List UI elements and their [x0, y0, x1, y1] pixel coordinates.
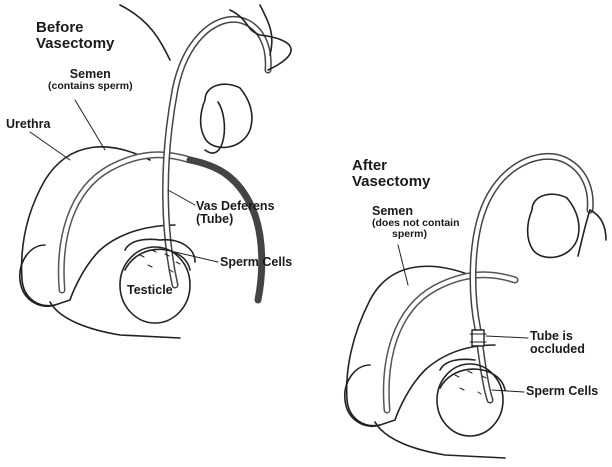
before-title: Before Vasectomy: [36, 20, 114, 52]
after-title-line1: After: [352, 158, 430, 174]
before-penis-outline: [22, 147, 175, 306]
after-title-line2: Vasectomy: [352, 174, 430, 190]
after-tube-line2: occluded: [530, 343, 585, 356]
after-glans: [345, 365, 380, 426]
after-sperm-cells-label: Sperm Cells: [526, 385, 598, 398]
before-glans: [20, 245, 55, 306]
before-semen-line2: (contains sperm): [48, 81, 133, 92]
after-semen-leader: [398, 245, 408, 285]
before-vas-line2: (Tube): [196, 213, 275, 226]
after-title: After Vasectomy: [352, 158, 430, 190]
before-vas-label: Vas Deferens (Tube): [196, 200, 275, 226]
before-abdomen-line: [50, 302, 180, 338]
after-anatomy: [345, 156, 606, 458]
after-urethra-channel: [386, 275, 515, 410]
before-title-line1: Before: [36, 20, 114, 36]
after-occlusion-clip: [472, 330, 484, 346]
after-semen-label: Semen (does not contain sperm): [372, 205, 460, 240]
before-urethra-leader: [30, 132, 70, 160]
after-vas-deferens: [473, 156, 590, 330]
before-semen-label: Semen (contains sperm): [48, 68, 133, 92]
before-title-line2: Vasectomy: [36, 36, 114, 52]
after-sperm-leader: [492, 390, 524, 392]
after-tube-leader: [486, 336, 528, 338]
before-urethra-label: Urethra: [6, 118, 50, 131]
after-tube-occluded-label: Tube is occluded: [530, 330, 585, 356]
after-semen-line3: sperm): [372, 229, 460, 240]
before-vas-leader: [168, 190, 195, 205]
before-semen-leader: [75, 100, 105, 150]
before-sperm-cells-label: Sperm Cells: [220, 256, 292, 269]
before-testicle-label: Testicle: [127, 284, 173, 297]
